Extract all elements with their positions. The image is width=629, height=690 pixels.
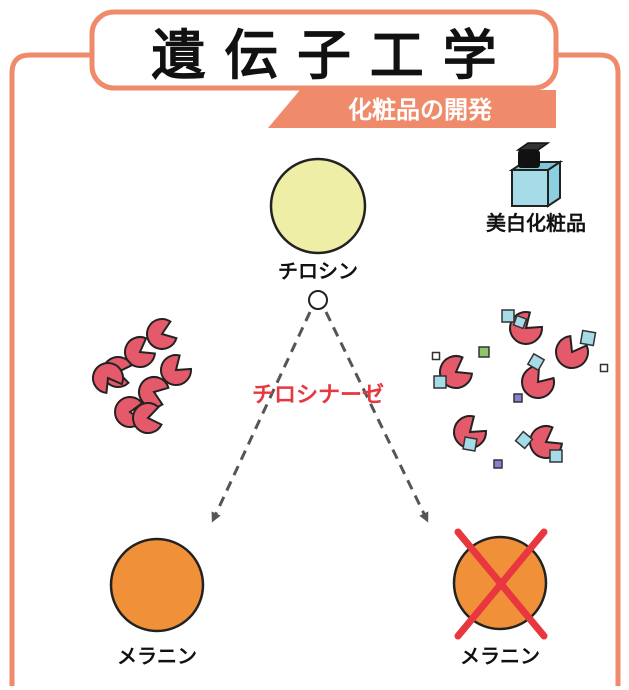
enzyme-molecule <box>160 354 192 386</box>
inhibitor-green <box>478 346 490 358</box>
tyrosine-circle <box>269 157 367 255</box>
outer-frame <box>9 52 621 686</box>
enzyme-cluster-right <box>439 311 589 459</box>
inhibitor-particles <box>431 309 609 469</box>
tyrosine-label: チロシン <box>278 259 358 283</box>
melanin-circle-left <box>109 537 205 633</box>
subtitle: 化粧品の開発 <box>348 96 493 124</box>
inhibitor-cyan <box>512 314 528 330</box>
subtitle-banner: 化粧品の開発 <box>268 90 556 128</box>
enzyme-label: チロシナーゼ <box>252 383 384 408</box>
cross-mark-icon <box>454 528 548 640</box>
reaction-node <box>308 290 328 310</box>
enzyme-molecule <box>453 415 487 449</box>
enzyme-molecule <box>132 402 163 434</box>
arrow-to-left-melanin <box>211 311 312 523</box>
inhibitor-cyan <box>526 352 546 372</box>
melanin-label-left: メラニン <box>117 644 197 668</box>
title-box: 遺 伝 子 工 学 <box>89 9 559 91</box>
cosmetic-label: 美白化粧品 <box>486 211 586 235</box>
enzyme-cluster-left <box>92 318 192 434</box>
arrow-to-right-melanin <box>324 311 429 523</box>
inhibitor-purple <box>493 459 503 469</box>
enzyme-molecule <box>521 365 555 399</box>
inhibitor-white <box>431 351 441 361</box>
inhibitor-cyan <box>433 375 447 389</box>
inhibitor-cyan <box>579 329 597 347</box>
cosmetic-jar-icon <box>508 142 564 208</box>
title: 遺 伝 子 工 学 <box>151 24 496 87</box>
melanin-label-right: メラニン <box>460 644 540 668</box>
inhibitor-cyan <box>514 430 534 450</box>
inhibitor-white <box>599 363 609 373</box>
inhibitor-cyan <box>462 436 478 452</box>
inhibitor-cyan <box>549 449 563 463</box>
inhibitor-purple <box>513 393 523 403</box>
enzyme-molecule <box>146 318 178 350</box>
enzyme-molecule <box>92 362 124 395</box>
inhibitor-cyan <box>501 309 515 323</box>
enzyme-molecule <box>555 334 589 369</box>
